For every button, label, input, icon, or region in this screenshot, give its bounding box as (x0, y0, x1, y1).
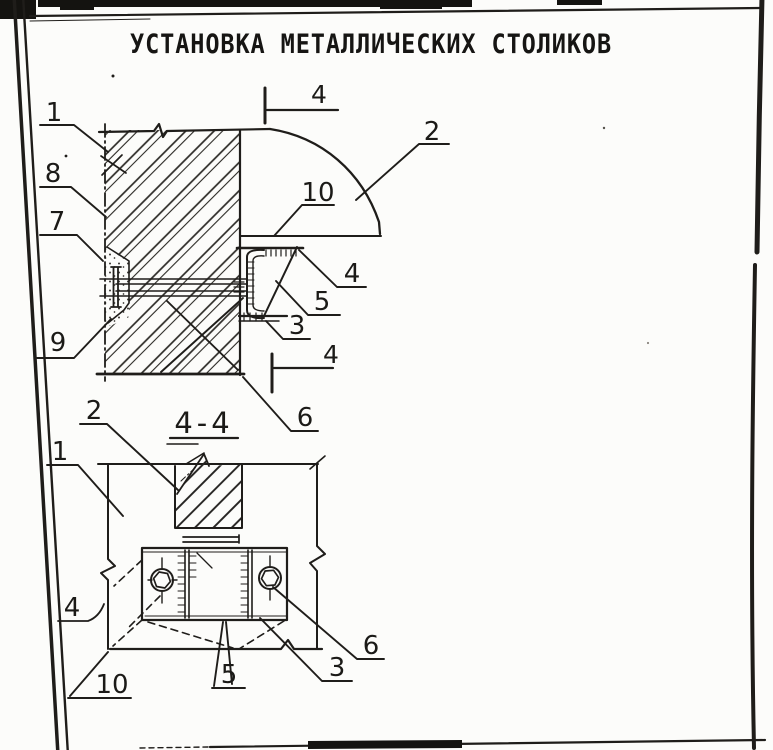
bracket-plan (112, 546, 289, 650)
bolt-right (258, 555, 282, 601)
section-marker-top: 4 (263, 80, 340, 125)
anchor-recess (103, 246, 130, 326)
lower-callout-5: 5 (221, 660, 238, 690)
lower-right-edge (309, 463, 326, 650)
hidden-edges (112, 559, 285, 650)
top-left-blob (0, 0, 36, 19)
upper-callout-9: 9 (50, 328, 67, 358)
page-title: УСТАНОВКА МЕТАЛЛИЧЕСКИХ СТОЛИКОВ (130, 29, 612, 60)
bracket-gusset-edge (263, 246, 298, 317)
upper-callout-10: 10 (301, 178, 334, 208)
upper-callout-2: 2 (424, 117, 441, 147)
upper-callout-1: 1 (46, 98, 63, 128)
lower-left-edge (100, 463, 116, 650)
bracket-channel (233, 246, 305, 322)
lower-section-view: 4-4 (46, 396, 385, 700)
curved-sill-element (240, 127, 382, 237)
frame-right-line (754, 0, 765, 255)
seat-plate (182, 534, 240, 544)
lower-callout-1: 1 (52, 437, 69, 467)
lower-callout-3: 3 (329, 653, 346, 683)
wall-hatch (105, 130, 240, 375)
lower-bottom-edge (108, 638, 324, 651)
wall-top-edge (97, 122, 272, 139)
upper-callout-3: 3 (289, 311, 306, 341)
rib-plate-right (247, 549, 253, 619)
post-block (174, 452, 243, 529)
upper-callout-6: 6 (297, 403, 314, 433)
section-title: 4-4 (174, 406, 233, 440)
section-marker-bottom-label: 4 (323, 340, 339, 369)
lower-callouts: 2 1 4 10 5 3 6 (46, 396, 385, 700)
left-scan-border-outer (12, 0, 60, 750)
lower-callout-6: 6 (363, 631, 380, 661)
top-black-band (38, 0, 472, 7)
upper-callout-8: 8 (45, 159, 62, 189)
upper-section-view: 4 4 1 8 7 9 2 10 4 5 3 (36, 80, 450, 433)
section-marker-bottom: 4 (270, 340, 339, 394)
bottom-dark-bar (308, 740, 462, 749)
upper-callout-4: 4 (344, 259, 361, 289)
bolt-left (147, 557, 178, 604)
left-scan-border-inner (22, 0, 69, 750)
upper-callout-7: 7 (49, 207, 66, 237)
lower-callout-4: 4 (64, 593, 81, 623)
upper-callout-5: 5 (314, 287, 331, 317)
frame-bottom-line (208, 738, 767, 749)
section-marker-top-label: 4 (311, 80, 327, 109)
lower-callout-2: 2 (86, 396, 103, 426)
upper-callouts: 1 8 7 9 2 10 4 5 3 6 (36, 98, 450, 433)
rib-plate-left (184, 549, 190, 619)
lower-callout-10: 10 (95, 670, 128, 700)
anchor-rod (99, 266, 247, 308)
frame-top-line (28, 6, 762, 18)
